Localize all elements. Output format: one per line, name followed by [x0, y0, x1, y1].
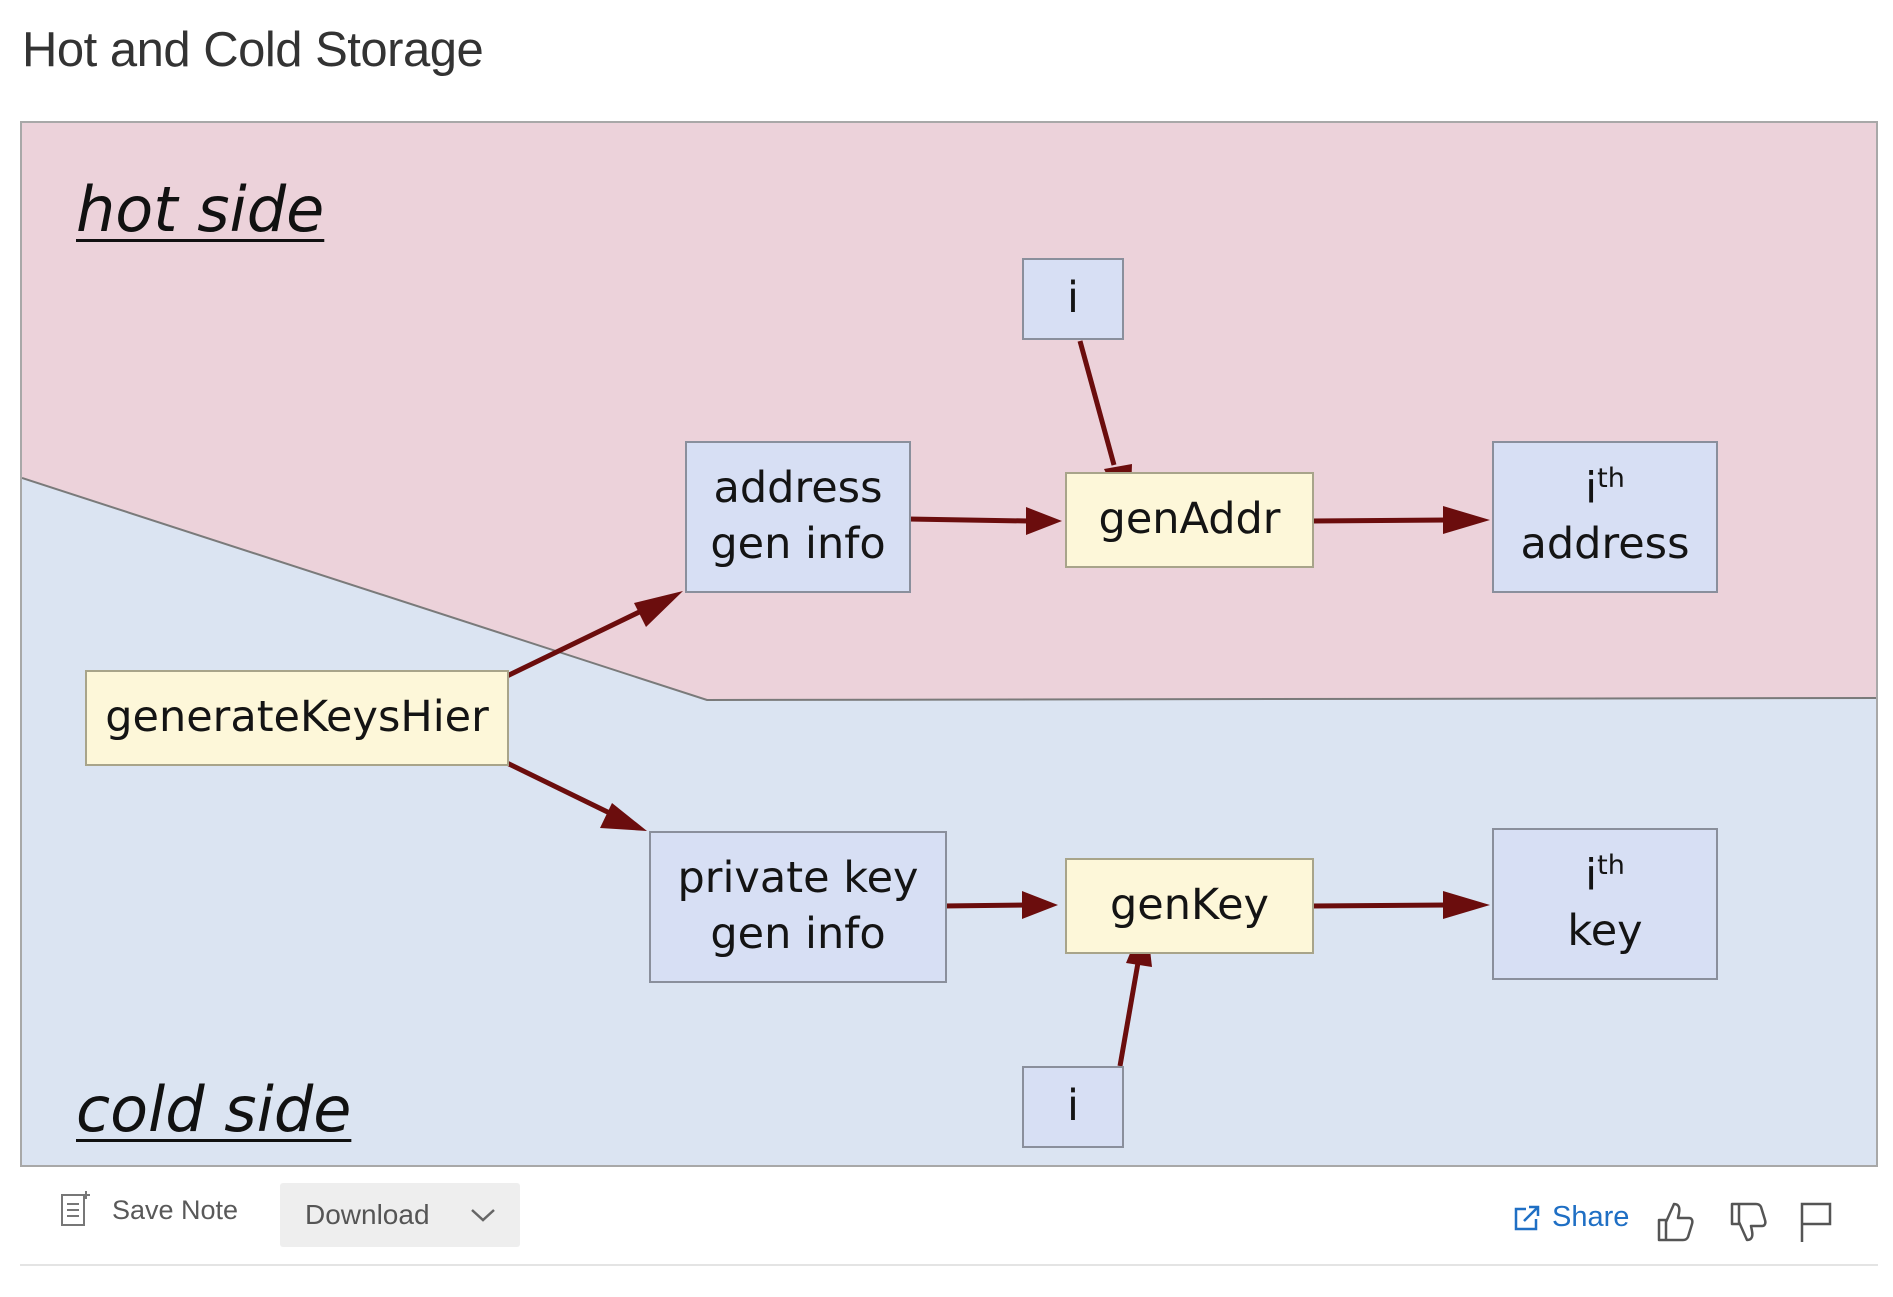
gen-key-node: genKey — [1065, 858, 1314, 954]
hot-region — [22, 123, 1876, 700]
node-label: address — [713, 463, 883, 514]
index-input-bottom: i — [1022, 1066, 1124, 1148]
arrowhead — [634, 591, 683, 627]
arrowhead — [600, 803, 647, 831]
node-label: private key — [677, 853, 919, 904]
node-label: key — [1567, 906, 1643, 957]
node-label: gen info — [710, 909, 886, 959]
share-label: Share — [1552, 1201, 1630, 1233]
arrow-hier-to-privinfo — [505, 760, 628, 824]
chevron-down-icon — [470, 1209, 495, 1222]
node-label: generateKeysHier — [105, 692, 489, 743]
cold-side-label: cold side — [76, 1073, 352, 1146]
arrow-i-to-genaddr — [1077, 340, 1117, 466]
save-note-label: Save Note — [112, 1194, 239, 1225]
share-icon — [1514, 1205, 1540, 1230]
divider-line — [22, 477, 1876, 702]
ith-base: i — [1585, 850, 1598, 901]
node-label: address — [1520, 519, 1690, 570]
arrow-addrinfo-to-genaddr — [907, 516, 1029, 524]
arrowhead — [1443, 891, 1490, 919]
arrow-privinfo-to-genkey — [941, 902, 1029, 909]
share-button[interactable]: Share — [1512, 1201, 1629, 1234]
thumbs-down-icon[interactable] — [1728, 1200, 1768, 1244]
flag-icon[interactable] — [1798, 1200, 1834, 1244]
arrowhead — [1022, 891, 1058, 919]
diagram-slide: hot side cold side i address gen info ge… — [20, 121, 1878, 1167]
node-label: i — [1067, 1081, 1079, 1132]
hot-side-label: hot side — [76, 173, 325, 246]
address-gen-info-node: address gen info — [685, 441, 911, 593]
generate-keys-hier-node: generateKeysHier — [85, 670, 509, 766]
note-icon — [61, 1191, 90, 1226]
thumbs-up-icon[interactable] — [1655, 1200, 1695, 1244]
download-dropdown[interactable]: Download — [280, 1183, 520, 1247]
ith-key-node: ith key — [1492, 828, 1718, 980]
ith-sup: th — [1597, 462, 1625, 494]
ith-sup: th — [1597, 849, 1625, 881]
index-input-top: i — [1022, 258, 1124, 340]
arrow-hier-to-addrinfo — [505, 598, 664, 679]
arrow-i-to-genkey — [1117, 956, 1142, 1067]
divider — [20, 1264, 1878, 1266]
node-label-ith: ith — [1585, 848, 1625, 904]
page-title: Hot and Cold Storage — [22, 23, 484, 77]
download-label: Download — [305, 1199, 430, 1230]
node-label-ith: ith — [1585, 461, 1625, 517]
node-label: gen info — [710, 519, 886, 569]
node-label: i — [1067, 273, 1079, 324]
arrowhead — [1443, 506, 1490, 534]
node-label: genKey — [1110, 880, 1269, 931]
arrow-genkey-to-key — [1311, 902, 1448, 909]
ith-base: i — [1585, 463, 1598, 514]
private-key-gen-info-node: private key gen info — [649, 831, 947, 983]
gen-addr-node: genAddr — [1065, 472, 1314, 568]
arrowhead — [1026, 507, 1062, 535]
save-note-button[interactable]: Save Note — [60, 1191, 238, 1229]
ith-address-node: ith address — [1492, 441, 1718, 593]
diagram-background — [22, 123, 1876, 1165]
node-label: genAddr — [1098, 494, 1281, 545]
arrow-genaddr-to-address — [1311, 517, 1448, 524]
